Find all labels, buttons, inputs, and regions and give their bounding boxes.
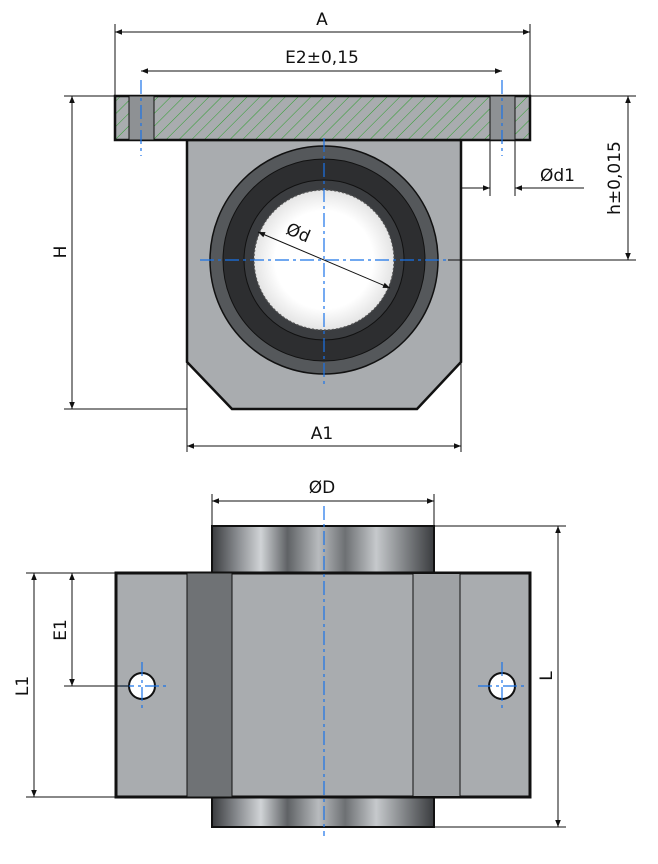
label-a: A — [316, 10, 328, 30]
bearing-sleeve-bottom — [211, 796, 435, 828]
label-l: L — [537, 671, 557, 681]
housing-side-dark-band — [186, 572, 233, 798]
label-h-height: H — [51, 246, 71, 259]
bearing-sleeve-top — [211, 525, 435, 575]
label-a1: A1 — [311, 424, 333, 444]
label-h-axis: h±0,015 — [605, 141, 625, 215]
label-d1: Ød1 — [540, 166, 575, 186]
housing-side-body — [114, 571, 532, 799]
flange-section — [113, 94, 532, 142]
housing-side-right-band — [413, 574, 460, 796]
label-e1: E1 — [51, 619, 71, 641]
label-e2: E2±0,15 — [285, 48, 359, 68]
label-l1: L1 — [13, 676, 33, 696]
side-view: ØD E1 L1 L — [13, 478, 566, 836]
top-view: A E2±0,15 H h±0,015 Ød1 Ød A1 — [51, 10, 636, 452]
label-D: ØD — [309, 478, 335, 498]
dimension-d — [257, 231, 391, 289]
